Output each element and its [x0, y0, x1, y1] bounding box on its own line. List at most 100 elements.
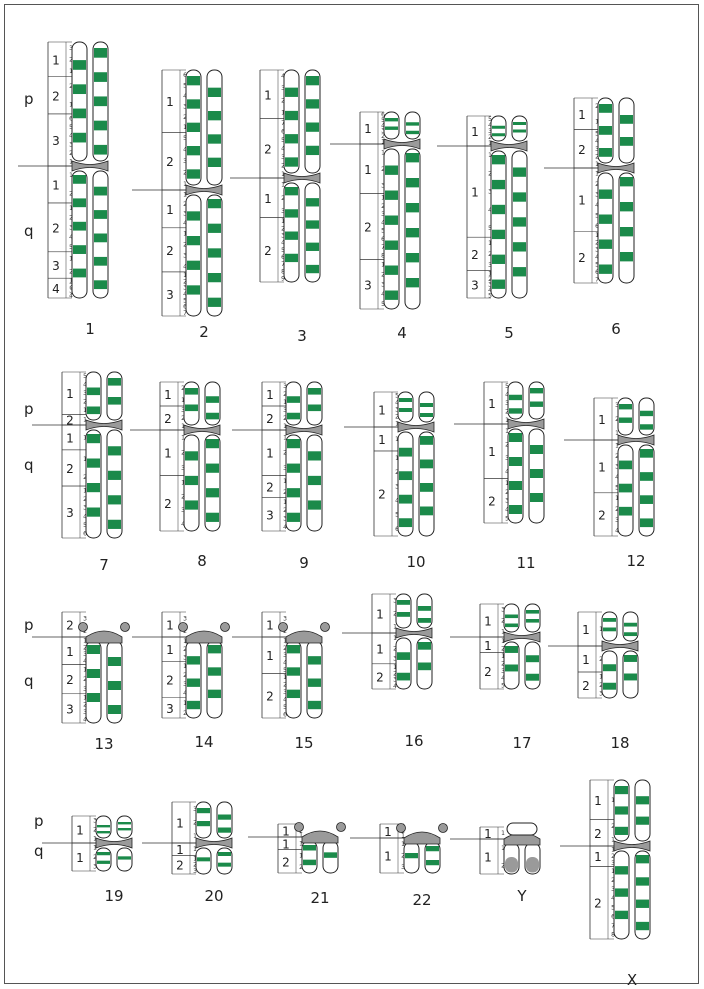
region-number: 2 — [66, 462, 74, 476]
band — [108, 378, 121, 386]
band — [208, 158, 221, 167]
band — [287, 513, 300, 522]
band — [218, 852, 231, 856]
band — [492, 280, 505, 289]
chromosome-20: 1321112123 20 — [142, 802, 232, 905]
band — [94, 96, 107, 106]
band — [620, 137, 633, 146]
chromosome-12: 13211123452123412 — [564, 398, 654, 570]
band — [526, 619, 539, 623]
band — [308, 679, 321, 687]
band — [185, 476, 198, 485]
chromosome-label: 10 — [406, 553, 425, 571]
band — [87, 434, 100, 443]
band — [94, 280, 107, 289]
chromosome-22: 1321112322 — [350, 823, 448, 909]
chromatid-left — [86, 641, 101, 723]
heterochromatin — [505, 857, 518, 873]
centromere — [86, 631, 122, 643]
region-number: 3 — [166, 702, 174, 716]
region-number: 2 — [164, 412, 172, 426]
band — [208, 298, 221, 307]
band — [420, 403, 433, 407]
region-number: 4 — [52, 282, 60, 296]
region-number: 1 — [484, 851, 492, 865]
band — [287, 413, 300, 420]
band-ruler: 11122123 — [548, 612, 603, 698]
band — [619, 404, 632, 409]
chromosome-label: 7 — [99, 556, 109, 574]
chromatid-left — [302, 841, 317, 873]
p-arm — [529, 382, 544, 419]
band — [208, 248, 221, 257]
band — [108, 705, 121, 714]
chromatid-left — [396, 594, 411, 689]
band-ruler: 1321112212345 — [450, 604, 505, 689]
region-number: 1 — [164, 447, 172, 461]
band — [324, 852, 337, 858]
band — [187, 169, 200, 178]
band — [187, 679, 200, 687]
chromatid-left — [398, 392, 413, 536]
band — [287, 396, 300, 403]
chromosome-y: 11112Y — [450, 823, 540, 905]
band — [108, 681, 121, 690]
chromatid-left — [186, 641, 201, 718]
band-number: 1 — [501, 830, 505, 837]
chromosome-label: 20 — [204, 887, 223, 905]
q-arm — [491, 151, 506, 298]
chromatid-left — [504, 843, 519, 874]
band — [399, 495, 412, 504]
band — [418, 642, 431, 650]
band — [287, 464, 300, 473]
region-number: 1 — [488, 445, 496, 459]
q-arm — [525, 642, 540, 689]
band — [530, 493, 543, 502]
band — [94, 210, 107, 219]
centromere — [508, 419, 544, 429]
band-ruler: 1321112123 — [142, 802, 197, 875]
band — [399, 398, 412, 402]
chromatid-left — [508, 382, 523, 523]
chromatid-right — [107, 372, 122, 538]
satellite — [295, 823, 304, 832]
band — [620, 252, 633, 261]
band — [306, 243, 319, 251]
band — [492, 133, 505, 136]
band — [108, 495, 121, 504]
band — [94, 187, 107, 196]
band — [97, 861, 110, 864]
band — [418, 663, 431, 671]
band — [118, 828, 131, 830]
band — [636, 900, 649, 908]
region-number: 1 — [66, 431, 74, 445]
band — [285, 187, 298, 195]
band — [619, 461, 632, 470]
chromatid-left — [504, 604, 519, 689]
band — [73, 269, 86, 278]
band — [509, 433, 522, 442]
band — [397, 612, 410, 617]
band — [208, 199, 221, 208]
band — [108, 471, 121, 480]
centromere — [614, 841, 650, 851]
band — [513, 167, 526, 176]
band — [620, 115, 633, 124]
band — [187, 123, 200, 132]
p-arm — [619, 98, 634, 163]
region-number: 2 — [598, 508, 606, 522]
centromere — [598, 163, 634, 173]
band — [108, 397, 121, 405]
region-number: 1 — [384, 825, 392, 839]
band — [397, 652, 410, 660]
band-ruler: 1543211123452123312345 — [437, 116, 492, 299]
centromere — [184, 425, 220, 435]
band — [526, 674, 539, 681]
chromosome-16: 132111232123416 — [342, 594, 432, 750]
band — [94, 121, 107, 131]
band — [492, 255, 505, 264]
region-number: 2 — [264, 142, 272, 156]
band — [87, 508, 100, 517]
band-ruler: 2321121112321234 — [130, 382, 185, 531]
